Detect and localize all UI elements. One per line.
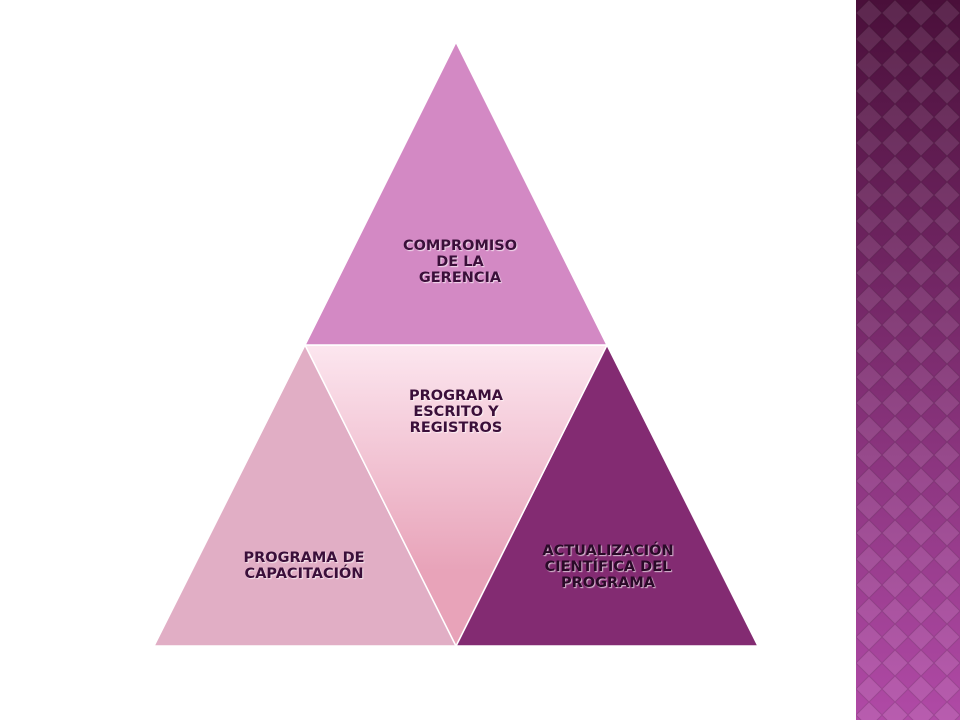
label-compromiso-gerencia: COMPROMISO DE LA GERENCIA	[402, 238, 518, 286]
label-programa-escrito: PROGRAMA ESCRITO Y REGISTROS	[408, 388, 504, 436]
decorative-side-band	[856, 0, 960, 720]
label-actualizacion-cientifica: ACTUALIZACIÓN CIENTÍFICA DEL PROGRAMA	[542, 543, 674, 591]
label-programa-capacitacion: PROGRAMA DE CAPACITACIÓN	[243, 550, 365, 582]
triangle-top	[303, 40, 609, 346]
